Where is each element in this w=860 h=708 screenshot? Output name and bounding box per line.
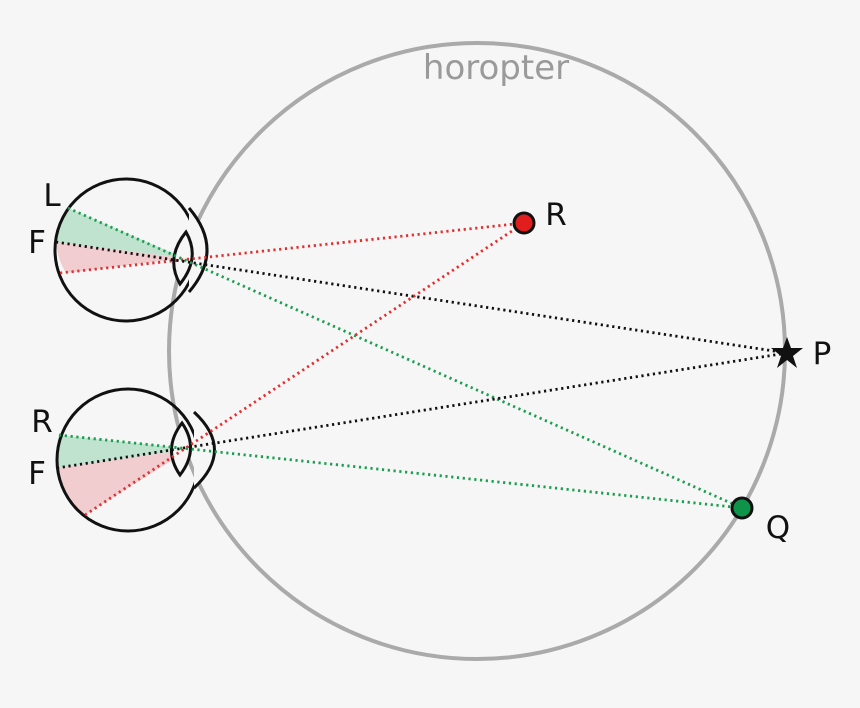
point-q-marker [730,496,754,520]
right-eye-top-label: R [31,404,53,440]
left-eye-line-to-r [59,221,525,275]
right-eye-line-to-q [58,433,743,510]
left-eye-fovea-label: F [28,225,46,261]
point-r-label: R [545,197,567,233]
left-eye-green-wedge [56,208,184,258]
point-p-label: P [813,336,832,372]
left-eye-line-to-q [67,206,743,510]
right-eye-line-to-p [56,351,788,470]
left-eye [53,177,209,323]
right-eye-line-to-r [84,221,525,517]
left-eye-top-label: L [43,178,61,214]
left-eye-lens [172,229,194,287]
horopter-circle [167,41,787,661]
right-eye-green-wedge [55,435,191,468]
horopter-label: horopter [423,48,569,88]
right-eye-red-wedge [57,449,190,515]
left-eye-red-wedge [56,242,184,273]
star-icon [771,337,803,368]
right-eye-fovea-label: F [28,456,46,492]
point-q-label: Q [766,510,790,546]
left-eye-line-to-p [55,240,788,355]
left-eye-cornea [187,207,209,293]
point-r-marker [512,211,536,235]
